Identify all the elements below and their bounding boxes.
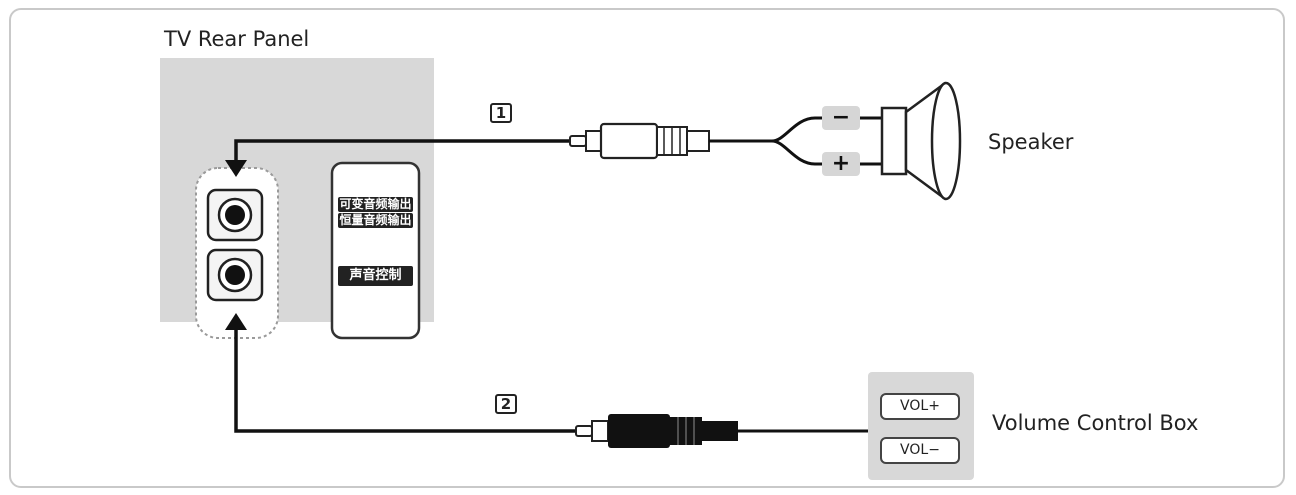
connection-number-1: 1 [490,103,512,123]
cable-2 [225,313,868,448]
volume-control-box-label: Volume Control Box [992,411,1199,435]
panel-text-sound-control: 声音控制 [338,266,413,286]
audio-jack-1 [206,188,264,242]
speaker-icon [880,81,962,201]
label-column [330,161,421,340]
panel-text-variable-audio-out: 可变音频输出 [338,197,413,212]
cable-1 [225,116,882,177]
diagram-frame [9,8,1285,488]
connection-number-2: 2 [495,394,517,414]
vol-down-button[interactable]: VOL− [880,437,960,464]
speaker-terminal-plus: + [822,152,860,176]
vol-up-button[interactable]: VOL+ [880,393,960,420]
audio-jack-2 [206,248,264,302]
panel-text-fixed-audio-out: 恒量音频输出 [338,213,413,228]
speaker-label: Speaker [988,130,1074,154]
arrow-down-icon [225,160,247,177]
speaker-terminal-minus: − [822,106,860,130]
arrow-up-icon [225,313,247,330]
tv-rear-panel-label: TV Rear Panel [164,27,310,51]
